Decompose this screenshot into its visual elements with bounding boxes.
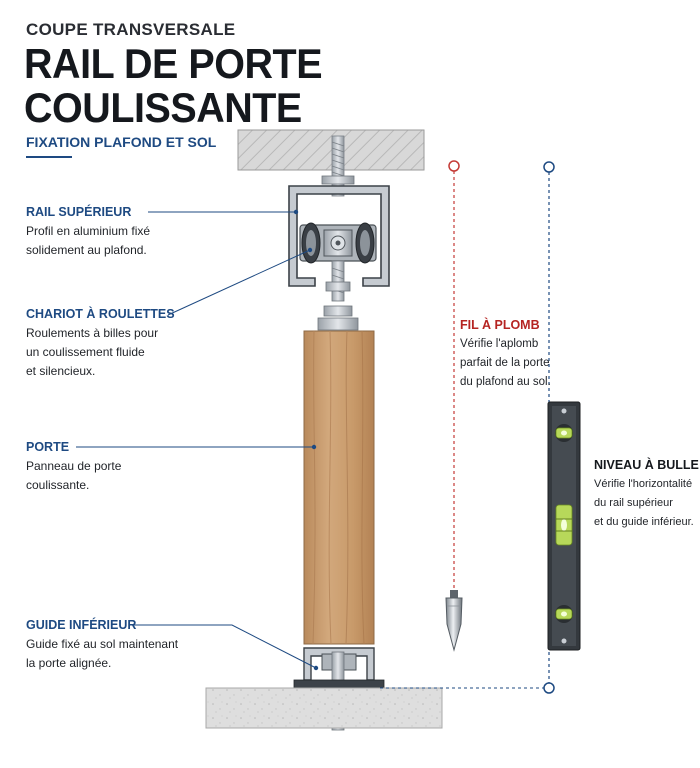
kicker-label: COUPE TRANSVERSALE — [26, 20, 236, 39]
callout-line: et du guide inférieur. — [594, 516, 694, 528]
callout-chariot: CHARIOT À ROULETTES Roulements à billes … — [26, 307, 175, 381]
callout-fil-a-plomb: FIL À PLOMB Vérifie l'aplomb parfait de … — [460, 318, 551, 392]
callout-guide-inferieur: GUIDE INFÉRIEUR Guide fixé au sol mainte… — [26, 618, 178, 673]
callout-title: GUIDE INFÉRIEUR — [26, 618, 137, 632]
level-reference-line — [380, 161, 555, 694]
callout-line: du rail supérieur — [594, 497, 673, 509]
callout-title: NIVEAU À BULLE — [594, 458, 699, 472]
callout-text: Vérifie l'aplomb parfait de la porte du … — [460, 335, 551, 392]
callout-text: Panneau de porte coulissante. — [26, 457, 121, 495]
plumb-bob-icon — [445, 590, 463, 652]
callout-text: Roulements à billes pour un coulissement… — [26, 324, 175, 381]
callout-title: PORTE — [26, 440, 70, 454]
page-title: RAIL DE PORTE COULISSANTE — [24, 40, 323, 131]
door-panel — [303, 330, 375, 645]
callout-line: Panneau de porte — [26, 459, 122, 473]
subtitle-underline — [26, 156, 72, 158]
callout-line: Guide fixé au sol maintenant — [26, 637, 179, 651]
top-threaded-rod — [321, 135, 355, 197]
callout-line: et silencieux. — [26, 364, 96, 378]
callout-title: FIL À PLOMB — [460, 318, 540, 332]
callout-text: Vérifie l'horizontalité du rail supérieu… — [594, 475, 699, 532]
callout-title: RAIL SUPÉRIEUR — [26, 205, 132, 219]
floor-slab — [205, 687, 443, 729]
callout-text: Profil en aluminium fixé solidement au p… — [26, 222, 150, 260]
callout-title: CHARIOT À ROULETTES — [26, 307, 175, 321]
subtitle: FIXATION PLAFOND ET SOL — [26, 134, 217, 150]
callout-line: Vérifie l'horizontalité — [594, 478, 693, 490]
callout-line: coulissante. — [26, 478, 90, 492]
callout-line: Vérifie l'aplomb — [460, 338, 539, 350]
callout-text: Guide fixé au sol maintenant la porte al… — [26, 635, 178, 673]
roller-carriage — [299, 222, 377, 331]
callout-line: un coulissement fluide — [26, 345, 145, 359]
spirit-level-icon — [547, 401, 581, 651]
top-rail-profile — [288, 185, 390, 287]
callout-line: du plafond au sol. — [460, 376, 551, 388]
callout-line: parfait de la porte — [460, 357, 550, 369]
callout-rail-superieur: RAIL SUPÉRIEUR Profil en aluminium fixé … — [26, 205, 150, 260]
callout-line: la porte alignée. — [26, 656, 112, 670]
plumb-line — [448, 160, 460, 590]
leader-lines — [76, 209, 319, 671]
ceiling-slab — [237, 129, 425, 171]
callout-line: Profil en aluminium fixé — [26, 224, 151, 238]
title-line-1: RAIL DE PORTE — [24, 40, 323, 87]
title-line-2: COULISSANTE — [24, 84, 302, 131]
callout-porte: PORTE Panneau de porte coulissante. — [26, 440, 121, 495]
callout-line: solidement au plafond. — [26, 243, 147, 257]
callout-niveau-a-bulle: NIVEAU À BULLE Vérifie l'horizontalité d… — [594, 458, 699, 532]
callout-line: Roulements à billes pour — [26, 326, 159, 340]
